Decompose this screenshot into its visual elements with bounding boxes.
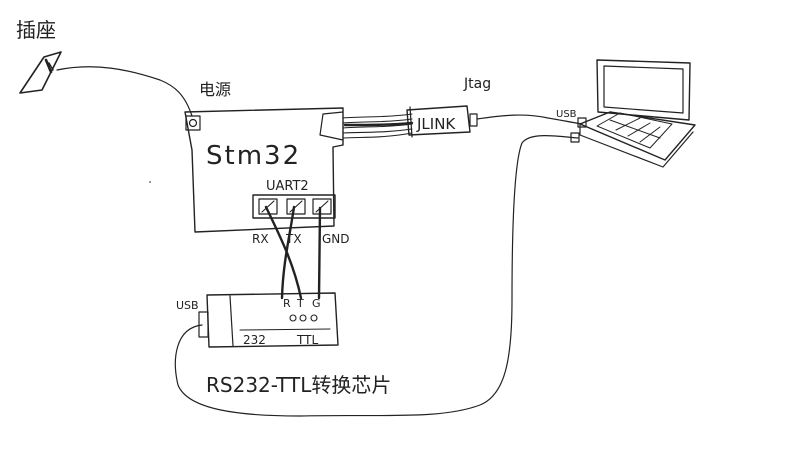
uart-wires	[264, 205, 322, 300]
laptop-usb-plug	[577, 117, 587, 128]
usb-laptop-label: USB	[556, 109, 577, 120]
module-caption: RS232-TTL转换芯片	[206, 373, 391, 397]
stray-mark	[149, 181, 151, 183]
power-label: 电源	[199, 80, 231, 99]
module-pin-r: R	[283, 297, 291, 310]
stm32-board	[184, 107, 344, 233]
uart-label: UART2	[266, 179, 309, 194]
module-pin-g: G	[312, 297, 321, 310]
jtag-ribbon-cable	[342, 113, 414, 139]
jtag-label: Jtag	[463, 76, 491, 92]
module-usb-cable	[174, 135, 579, 417]
power-socket	[19, 51, 62, 94]
module-pin-t: T	[296, 297, 304, 310]
power-cable	[56, 66, 193, 117]
laptop-usb-plug-2	[570, 132, 580, 143]
laptop	[579, 59, 696, 168]
rs232-ttl-module	[198, 292, 339, 348]
jlink-probe	[406, 105, 478, 138]
jlink-label: JLINK	[416, 115, 456, 133]
module-232-label: 232	[243, 333, 266, 347]
socket-label: 插座	[16, 18, 56, 42]
board-label: Stm32	[206, 141, 301, 171]
jlink-usb-cable	[476, 114, 583, 125]
module-ttl-label: TTL	[296, 333, 318, 347]
pin-gnd-label: GND	[322, 232, 350, 246]
pin-rx-label: RX	[252, 232, 269, 246]
usb-module-label: USB	[176, 299, 199, 312]
uart-header	[252, 194, 336, 219]
